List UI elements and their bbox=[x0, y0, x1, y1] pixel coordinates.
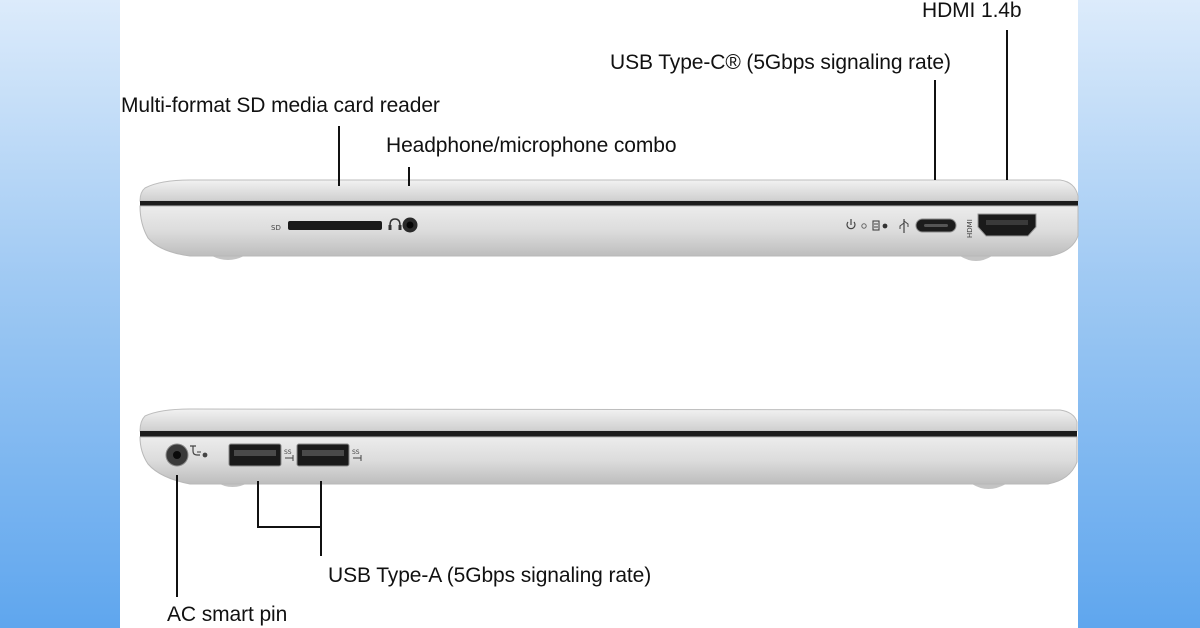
headphone-label: Headphone/microphone combo bbox=[386, 134, 677, 157]
hdmi-label: HDMI 1.4b bbox=[922, 0, 1022, 22]
led-icon bbox=[861, 223, 867, 229]
usb-a-bracket-line bbox=[257, 481, 321, 528]
laptop-foot bbox=[972, 484, 1006, 489]
laptop-lid bbox=[139, 408, 1078, 432]
svg-text:SS: SS bbox=[284, 449, 292, 456]
laptop-foot bbox=[960, 256, 992, 261]
svg-text:SS: SS bbox=[352, 449, 360, 456]
ss-usb-icon: SS bbox=[284, 449, 294, 461]
laptop-right-side: SD HDMI bbox=[139, 179, 1079, 261]
hdmi-mark: HDMI bbox=[966, 219, 974, 238]
laptop-lid bbox=[139, 179, 1079, 202]
sd-mark: SD bbox=[271, 224, 281, 232]
sd-card-slot bbox=[288, 221, 382, 230]
laptop-seam bbox=[140, 431, 1077, 437]
usb-a-label: USB Type-A (5Gbps signaling rate) bbox=[328, 564, 652, 587]
laptop-foot bbox=[212, 256, 244, 260]
headphone-icon bbox=[388, 218, 402, 230]
laptop-left-side: SS SS bbox=[139, 408, 1078, 489]
dc-power-icon bbox=[190, 445, 201, 456]
usb-c-label: USB Type-C® (5Gbps signaling rate) bbox=[610, 51, 951, 74]
sd-reader-label: Multi-format SD media card reader bbox=[121, 94, 440, 117]
laptop-base bbox=[139, 205, 1079, 257]
led-icon bbox=[202, 452, 208, 458]
diagram-panel bbox=[120, 0, 1078, 628]
ac-pin-label: AC smart pin bbox=[167, 603, 288, 626]
battery-icon bbox=[872, 220, 888, 231]
laptop-base bbox=[139, 436, 1078, 485]
power-icon bbox=[846, 219, 856, 230]
laptop-seam bbox=[140, 201, 1078, 206]
usb-icon bbox=[899, 219, 909, 233]
ss-usb-icon: SS bbox=[352, 449, 362, 461]
